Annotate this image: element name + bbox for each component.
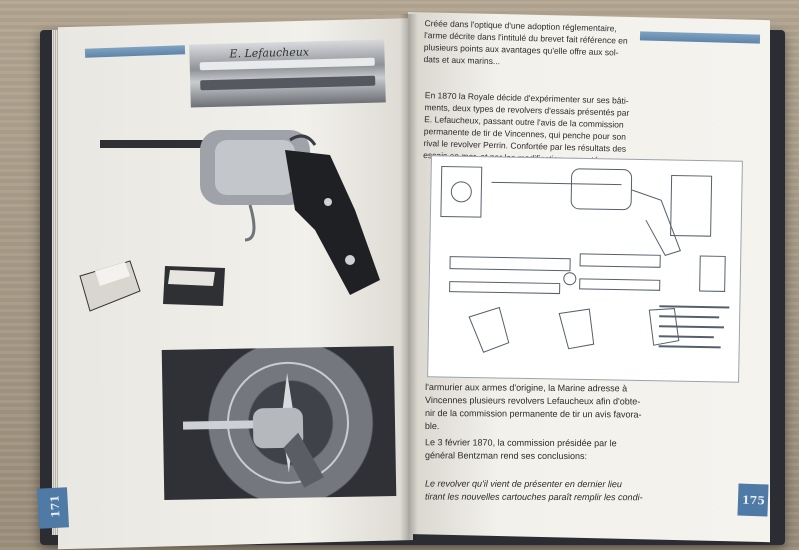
technical-diagram [427,155,743,383]
revolver-photo [100,130,380,295]
engraving-text: E. Lefaucheux [229,45,310,61]
paragraph-5: Le revolver qu'il vient de présenter en … [424,478,643,503]
right-page-number: 175 [741,493,766,508]
page-stack-edge [52,30,60,535]
paragraph-4: Le 3 février 1870, la commission présidé… [424,437,617,462]
paragraph-3: l'armurier aux armes d'origine, la Marin… [424,381,642,432]
paragraph-1: Créée dans l'optique d'une adoption régl… [423,18,628,67]
left-page-number-tab: 171 [36,487,70,529]
right-page-number-tab: 175 [737,483,769,517]
left-page-number: 171 [48,494,63,519]
compass-revolver-photo [161,345,397,501]
cartridge-boxes-photo [79,260,225,312]
book-gutter [400,14,418,540]
engraved-barrel-photo: E. Lefaucheux [189,39,386,108]
